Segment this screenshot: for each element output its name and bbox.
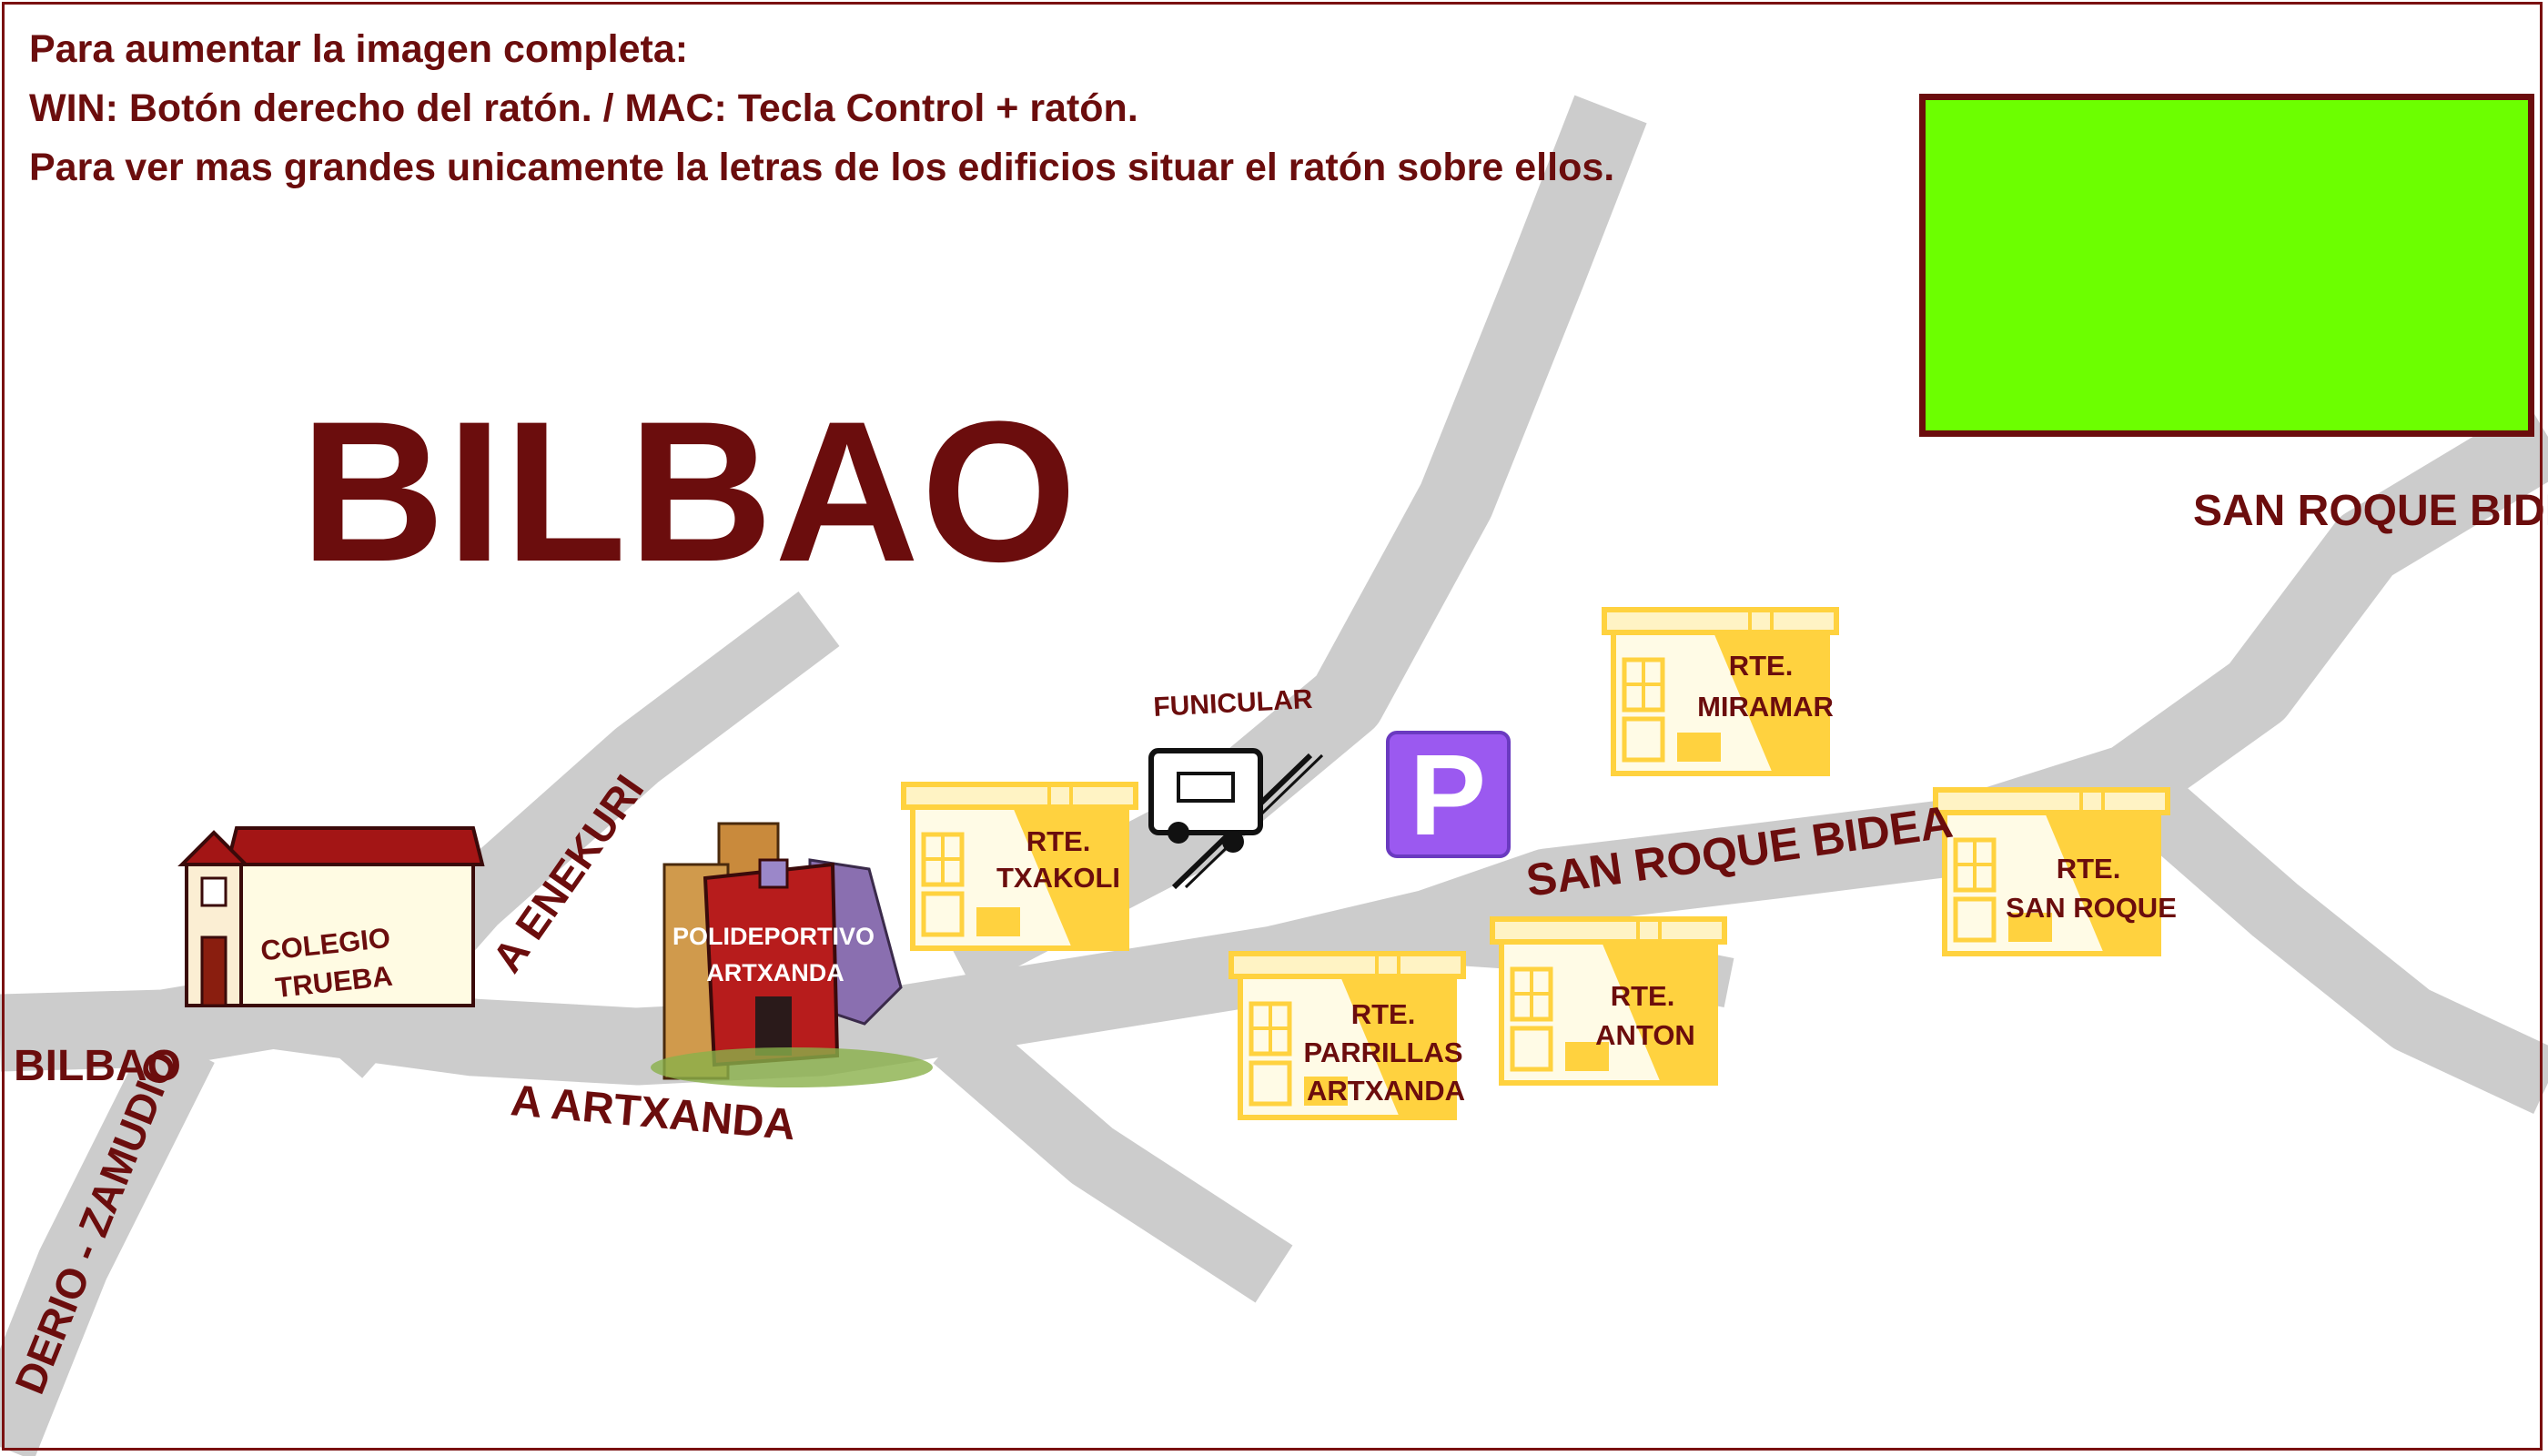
parrillas-label-line-2: PARRILLAS — [1303, 1036, 1462, 1068]
restaurant-building-icon[interactable] — [1492, 919, 1724, 1083]
funicular-icon[interactable] — [1148, 748, 1324, 890]
parking-icon[interactable]: P — [1386, 731, 1511, 859]
road-label-artxanda: A ARTXANDA — [509, 1077, 797, 1149]
green-info-box[interactable] — [1919, 94, 2534, 437]
polideportivo-label: POLIDEPORTIVO ARTXANDA — [672, 923, 875, 986]
parking-letter: P — [1410, 731, 1486, 859]
instruction-line-3: Para ver mas grandes unicamente la letra… — [29, 146, 1615, 189]
sanroque-label: RTE. SAN ROQUE — [2006, 853, 2177, 924]
txakoli-label: RTE. TXAKOLI — [996, 825, 1120, 894]
parrillas-label-line-3: ARTXANDA — [1307, 1075, 1465, 1107]
txakoli-label-line-2: TXAKOLI — [996, 862, 1120, 894]
anton-label-line-2: ANTON — [1595, 1019, 1695, 1051]
road-label-derio-zamudio: DERIO - ZAMUDIO — [5, 1044, 187, 1400]
sanroque-label-line-1: RTE. — [2057, 853, 2121, 885]
road-lower — [933, 1011, 1293, 1303]
instruction-line-2: WIN: Botón derecho del ratón. / MAC: Tec… — [29, 86, 1138, 130]
instruction-line-1: Para aumentar la imagen completa: — [29, 27, 689, 71]
anton-label: RTE. ANTON — [1595, 980, 1695, 1051]
sanroque-label-line-2: SAN ROQUE — [2006, 892, 2177, 924]
txakoli-label-line-1: RTE. — [1026, 825, 1091, 857]
road-funicular — [937, 95, 1647, 990]
miramar-label-line-1: RTE. — [1729, 650, 1794, 682]
road-derio — [0, 1030, 215, 1456]
school-building-icon[interactable] — [177, 826, 485, 1007]
parrillas-label: RTE. PARRILLAS ARTXANDA — [1303, 998, 1465, 1107]
map-title: BILBAO — [300, 379, 1079, 603]
road-label-bilbao: BILBAO — [14, 1042, 181, 1090]
anton-label-line-1: RTE. — [1611, 980, 1675, 1012]
polideportivo-label-line-1: POLIDEPORTIVO — [672, 923, 875, 950]
polideportivo-label-line-2: ARTXANDA — [706, 959, 844, 986]
miramar-label-line-2: MIRAMAR — [1697, 691, 1834, 723]
parrillas-label-line-1: RTE. — [1351, 998, 1416, 1030]
road-label-san-roque-top: SAN ROQUE BIDEA — [2193, 487, 2548, 535]
road-right — [2107, 756, 2548, 1114]
sports-center-icon[interactable] — [651, 822, 933, 1087]
miramar-label: RTE. MIRAMAR — [1697, 650, 1834, 723]
restaurant-building-icon[interactable] — [1936, 790, 2168, 954]
